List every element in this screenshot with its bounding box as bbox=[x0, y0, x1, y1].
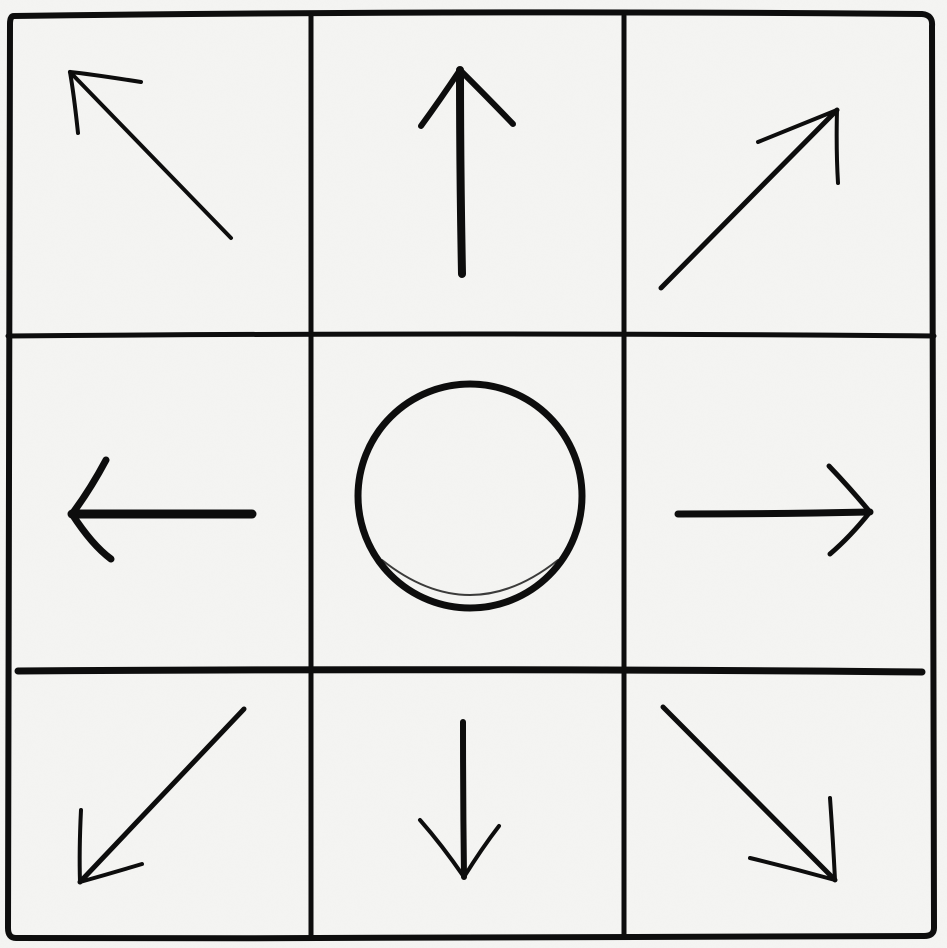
grid-line-vertical-2 bbox=[621, 13, 628, 938]
arrow-down-left-head-1 bbox=[77, 808, 83, 884]
grid-cell-down-right bbox=[660, 704, 838, 883]
arrow-right-head-1 bbox=[826, 463, 873, 515]
grid-cell-up-left bbox=[68, 70, 233, 240]
arrow-right-shaft bbox=[674, 508, 874, 518]
grid-line-vertical-1 bbox=[307, 13, 314, 938]
arrow-left-head-1 bbox=[68, 456, 110, 518]
arrow-down-shaft bbox=[460, 719, 467, 880]
arrow-left-head-2 bbox=[68, 510, 115, 563]
arrow-up-right-shaft bbox=[658, 107, 840, 291]
arrow-up-left-head-2 bbox=[68, 70, 80, 135]
arrow-down-right-head-1 bbox=[828, 796, 837, 882]
arrow-down-left-shaft bbox=[77, 706, 247, 885]
grid-lines bbox=[5, 9, 937, 942]
arrow-down-head-1 bbox=[418, 818, 466, 879]
grid-outer-frame bbox=[5, 9, 937, 942]
arrow-up-right-head-1 bbox=[756, 108, 839, 144]
arrow-up-left-head-1 bbox=[68, 70, 143, 84]
grid-cell-right bbox=[674, 463, 874, 557]
grid-cell-up-right bbox=[658, 107, 840, 291]
center-circle bbox=[354, 380, 586, 612]
grid-cells bbox=[67, 66, 874, 885]
grid-line-horizontal-2 bbox=[14, 666, 926, 676]
grid-cell-left bbox=[67, 456, 257, 563]
arrow-up-left-shaft bbox=[68, 70, 233, 240]
arrow-right-head-2 bbox=[827, 509, 873, 557]
arrow-down-right-shaft bbox=[660, 704, 838, 883]
arrow-up-head-2 bbox=[457, 67, 516, 127]
arrow-down-head-2 bbox=[462, 824, 501, 879]
grid-cell-up bbox=[418, 66, 516, 278]
grid-cell-down-left bbox=[77, 706, 247, 885]
grid-line-horizontal-1 bbox=[5, 331, 937, 339]
center-circle-highlight bbox=[381, 559, 559, 596]
arrow-down-left-head-2 bbox=[78, 862, 144, 884]
arrow-up-head-1 bbox=[418, 67, 463, 129]
arrow-up-shaft bbox=[456, 66, 466, 278]
grid-cell-center bbox=[354, 380, 586, 612]
grid-cell-down bbox=[418, 719, 501, 880]
arrow-down-right-head-2 bbox=[748, 856, 837, 882]
arrow-up-right-head-2 bbox=[834, 108, 840, 185]
